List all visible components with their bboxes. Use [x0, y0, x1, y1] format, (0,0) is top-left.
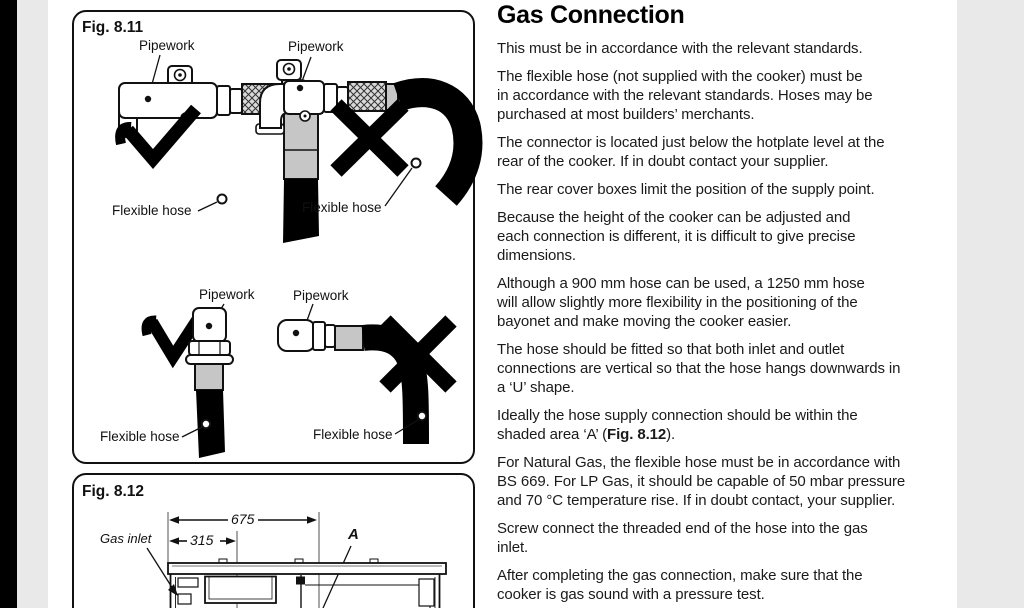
article-column: Gas Connection This must be in accordanc…: [497, 1, 959, 604]
dimension-315: [169, 537, 236, 545]
left-gutter: [17, 0, 48, 608]
flexible-hose-label: Flexible hose: [302, 200, 382, 215]
area-a-label: A: [348, 526, 359, 543]
paragraph: After completing the gas connection, mak…: [497, 567, 863, 603]
flexible-hose-label: Flexible hose: [313, 427, 393, 442]
flexible-hose-arch: [393, 78, 483, 206]
dimension-675-label: 675: [231, 511, 255, 527]
gas-inlet-arrowhead: [168, 584, 178, 596]
paragraph: For Natural Gas, the flexible hose must …: [497, 454, 906, 509]
pipework-label: Pipework: [288, 39, 344, 54]
correct-check-icon: [115, 121, 132, 146]
paragraph-text: ).: [666, 426, 676, 443]
gas-inlet-label: Gas inlet: [100, 531, 152, 546]
bayonet-connector-bottom-left: [141, 303, 234, 458]
correct-check-icon: [141, 315, 157, 337]
gas-inlet-leader: [146, 547, 174, 590]
right-gutter: [957, 0, 1024, 608]
paragraph: Because the height of the cooker can be …: [497, 209, 856, 264]
incorrect-cross-icon: [379, 315, 457, 393]
bayonet-connector-top-right: [255, 56, 483, 207]
figure-8-12-box: [72, 473, 475, 608]
dimension-675: [169, 516, 317, 524]
paragraph: The hose should be fitted so that both i…: [497, 341, 901, 396]
page-title: Gas Connection: [497, 1, 685, 29]
flexible-hose-label: Flexible hose: [100, 429, 180, 444]
figure-8-11-caption: Fig. 8.11: [82, 19, 144, 36]
figure-8-11-box: [72, 10, 475, 464]
pipework-label: Pipework: [139, 38, 195, 53]
dimension-315-label: 315: [190, 532, 214, 548]
figure-8-12-caption: Fig. 8.12: [82, 483, 145, 500]
pipework-label: Pipework: [293, 288, 349, 303]
paragraph: This must be in accordance with the rele…: [497, 40, 863, 57]
paragraph: The rear cover boxes limit the position …: [497, 181, 875, 198]
figure-reference: Fig. 8.12: [607, 426, 667, 443]
paragraph: Screw connect the threaded end of the ho…: [497, 520, 868, 556]
bayonet-connector-bottom-right: [277, 303, 457, 445]
paragraph: Although a 900 mm hose can be used, a 12…: [497, 275, 865, 330]
paragraph-text: Ideally the hose supply connection shoul…: [497, 407, 858, 443]
area-a-leader: [322, 545, 352, 608]
paragraph: The connector is located just below the …: [497, 134, 885, 170]
flexible-hose-segment: [283, 179, 319, 243]
paragraph-with-figure-reference: Ideally the hose supply connection shoul…: [497, 406, 959, 444]
cooker-rear-drawing: [146, 512, 447, 608]
incorrect-cross-icon: [330, 99, 409, 177]
pipework-label: Pipework: [199, 287, 255, 302]
page-binding-edge: [0, 0, 17, 608]
paragraph: The flexible hose (not supplied with the…: [497, 68, 873, 123]
correct-check-icon: [123, 104, 201, 169]
flexible-hose-label: Flexible hose: [112, 203, 192, 218]
